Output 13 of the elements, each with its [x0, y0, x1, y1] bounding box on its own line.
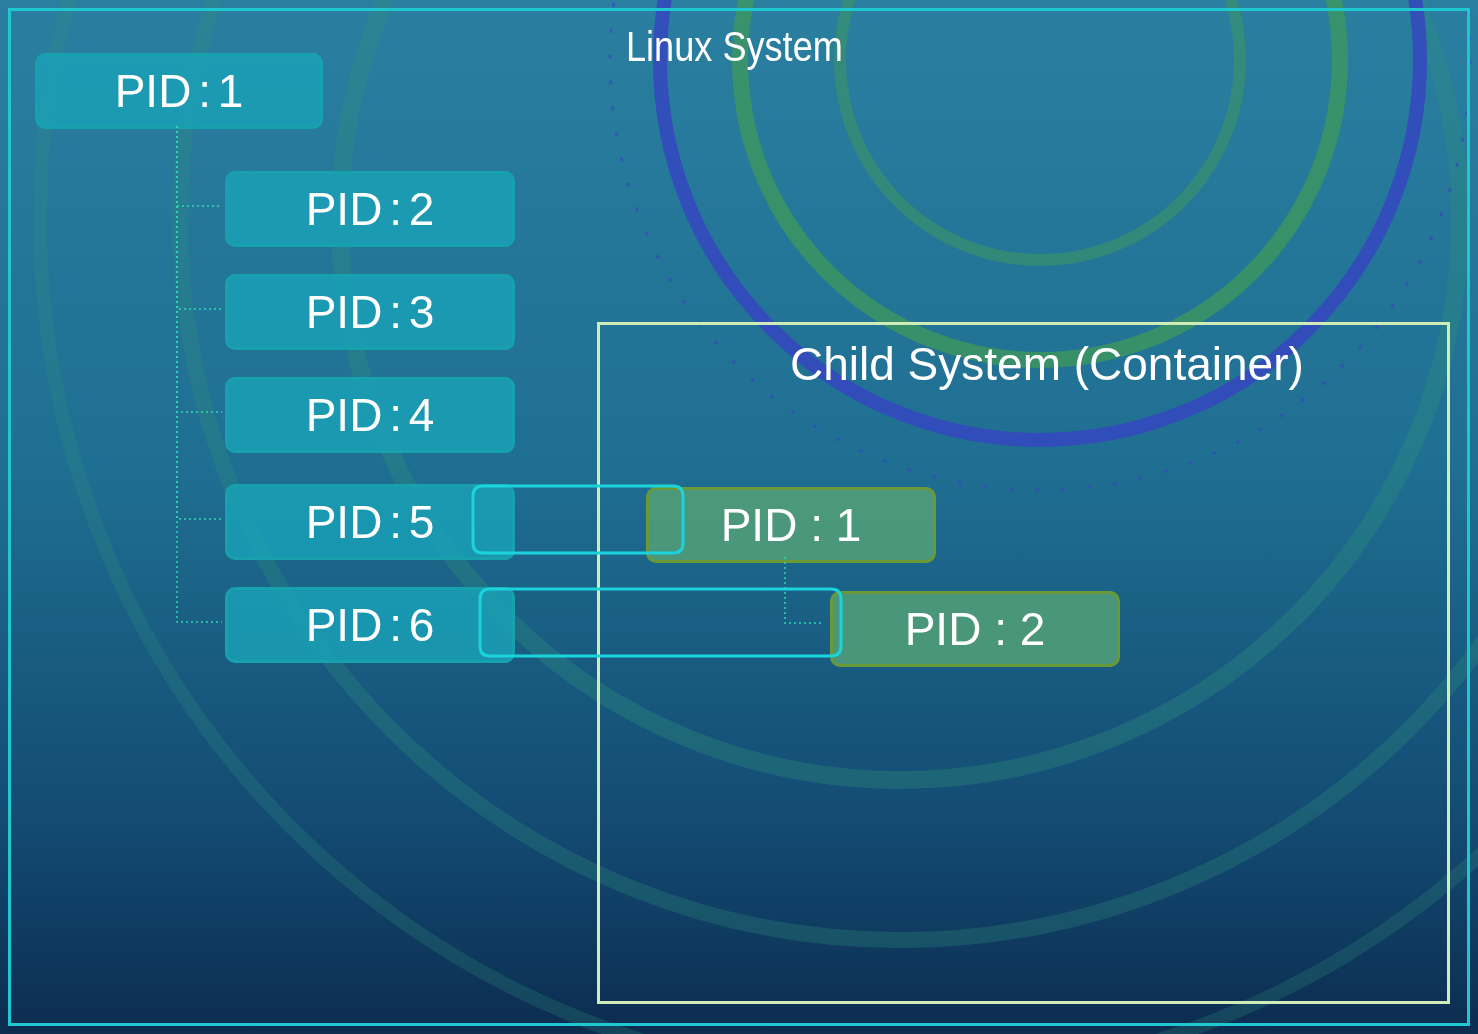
process-box: PID : 2	[225, 171, 515, 247]
process-box: PID : 5	[225, 484, 515, 560]
frame-title: Child System (Container)	[790, 337, 1304, 391]
process-box: PID : 6	[225, 587, 515, 663]
container-frame	[597, 322, 1450, 1004]
process-box: PID : 1	[35, 53, 323, 129]
link-band	[471, 484, 685, 555]
process-box: PID : 1	[646, 487, 936, 563]
frame-title: Linux System	[626, 23, 843, 71]
process-box: PID : 2	[830, 591, 1120, 667]
link-band	[478, 587, 843, 658]
process-box: PID : 4	[225, 377, 515, 453]
process-box: PID : 3	[225, 274, 515, 350]
